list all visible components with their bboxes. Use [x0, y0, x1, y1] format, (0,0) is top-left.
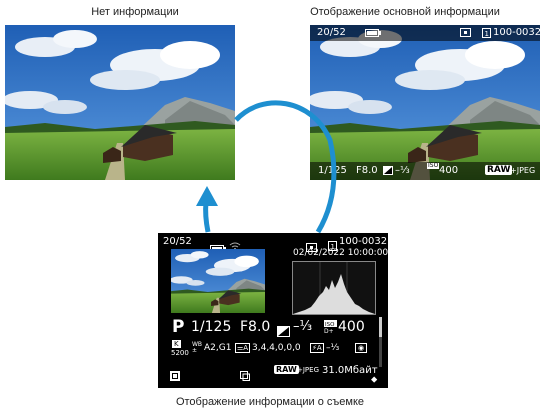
- shoot-wb-value: 5200: [171, 349, 189, 357]
- wb-shift-icon: WB±: [192, 341, 203, 354]
- scrollbar[interactable]: [379, 317, 382, 367]
- caption-basic-info: Отображение основной информации: [310, 6, 500, 18]
- card-1-icon: 1: [328, 236, 337, 255]
- metering-icon: ◉: [355, 343, 368, 353]
- exposure-comp-icon: [383, 166, 393, 175]
- svg-text:1: 1: [331, 243, 335, 251]
- basic-aperture: F8.0: [356, 165, 378, 176]
- scrollbar-thumb[interactable]: [379, 317, 382, 337]
- shoot-folder-file: 100-0032: [339, 236, 388, 247]
- exposure-comp-icon: [277, 322, 290, 341]
- basic-quality-extra: +JPEG: [510, 166, 536, 175]
- shoot-iso-value: 400: [338, 319, 365, 335]
- af-point-icon: [306, 237, 317, 256]
- thumbnail-image: [171, 249, 265, 313]
- photo-basic-info: 20/52 1 100-0032 1/125 F8.0 –⅓ ISO 400 R…: [310, 25, 540, 180]
- shoot-frame-count: 20/52: [163, 236, 192, 247]
- card-1-icon: 1: [482, 28, 491, 38]
- shoot-quality: RAW: [274, 365, 299, 374]
- svg-text:D+: D+: [324, 328, 334, 334]
- basic-quality: RAW: [485, 165, 513, 175]
- picture-style-icon: ⚌A: [235, 343, 251, 353]
- basic-folder-file: 100-0032: [493, 27, 540, 38]
- basic-iso-label: ISO: [427, 162, 440, 169]
- svg-text:1: 1: [485, 30, 489, 38]
- shoot-file-size: 31.0Мбайт: [322, 365, 378, 376]
- basic-frame-count: 20/52: [317, 27, 346, 38]
- shoot-mode: P: [172, 317, 185, 337]
- drive-mode-icon: [240, 366, 250, 385]
- shoot-wb-shift: A2,G1: [204, 343, 232, 353]
- af-point-icon: [460, 28, 471, 37]
- shoot-datetime: 02/02/2022 10:00:00: [293, 248, 388, 258]
- shoot-exposure-comp: –⅓: [293, 319, 313, 334]
- basic-iso-value: 400: [439, 165, 459, 176]
- shoot-shutter: 1/125: [191, 319, 232, 335]
- caption-no-info: Нет информации: [91, 6, 179, 18]
- caption-shooting-info: Отображение информации о съемке: [175, 396, 365, 408]
- shoot-picture-style: 3,4,4,0,0,0: [252, 343, 301, 353]
- svg-text:ISO: ISO: [325, 322, 335, 328]
- shooting-info-panel: 20/52 1 100-0032 02/02/2022 10:00:00 P 1…: [158, 233, 388, 388]
- basic-exposure-comp: –⅓: [395, 165, 410, 176]
- shoot-wb-k: K: [172, 340, 181, 348]
- image-icon: [170, 366, 180, 385]
- battery-full-icon: [365, 29, 381, 37]
- flash-comp-icon: ⚡A: [310, 343, 324, 353]
- shoot-aperture: F8.0: [240, 319, 271, 335]
- shoot-quality-extra: +JPEG: [297, 366, 319, 374]
- shoot-flash-comp: –⅓: [326, 343, 340, 353]
- scroll-arrow-icon[interactable]: ⬥: [371, 375, 378, 385]
- histogram: [292, 261, 376, 315]
